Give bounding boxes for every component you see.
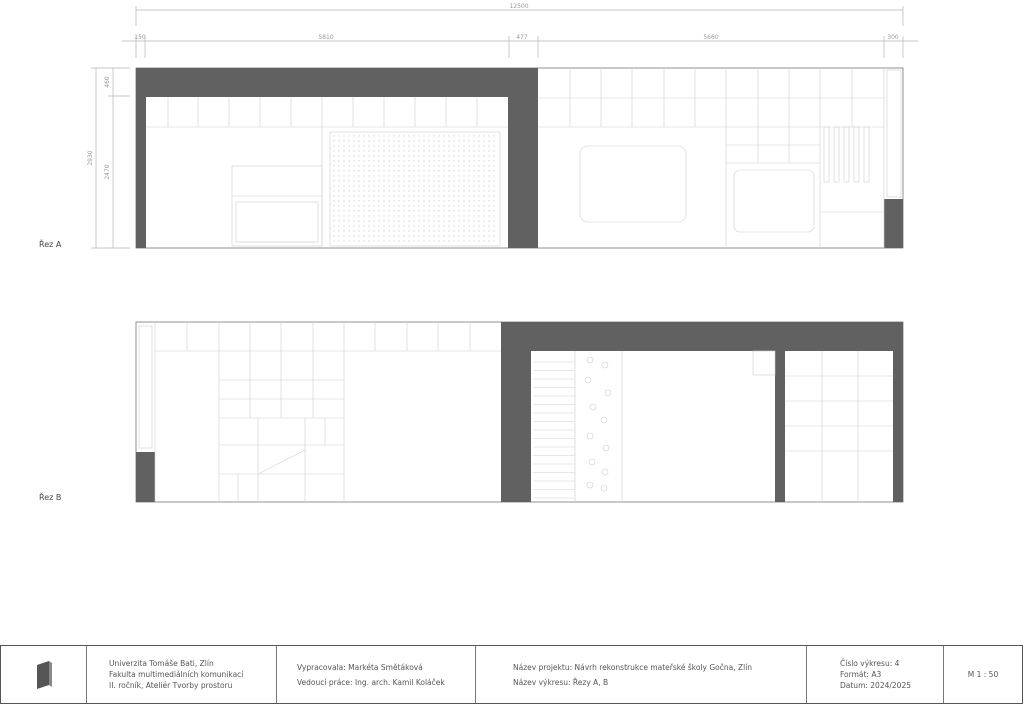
section-a (135, 67, 904, 249)
pegboard-dots (333, 135, 495, 242)
author-cell: Vypracovala: Markéta Smětáková Vedoucí p… (277, 646, 476, 703)
school-line-2: Fakulta multimediálních komunikací (109, 670, 244, 679)
drawing-sheet: 12500 150 5810 477 5660 300 2930 460 247… (39, 3, 918, 503)
dim-overall: 12500 (509, 3, 528, 10)
title-block: Univerzita Tomáše Bati, Zlín Fakulta mul… (0, 645, 1023, 704)
dimension-lines (91, 6, 918, 249)
dim-vertical-total: 2930 (87, 150, 94, 165)
drawing-number: Číslo výkresu: 4 (840, 659, 900, 668)
school-line-1: Univerzita Tomáše Bati, Zlín (109, 659, 214, 668)
section-a-label: Řez A (39, 240, 62, 249)
date-text: Datum: 2024/2025 (840, 681, 911, 690)
format-text: Formát: A3 (840, 670, 882, 679)
logo-cell (1, 646, 87, 703)
scale-text: M 1 : 50 (967, 670, 999, 679)
dim-segment-4: 5660 (703, 34, 718, 41)
project-cell: Název projektu: Návrh rekonstrukce mateř… (476, 646, 807, 703)
project-name: Název projektu: Návrh rekonstrukce mateř… (513, 662, 753, 672)
dim-segment-5: 300 (887, 34, 899, 41)
author-text: Vypracovala: Markéta Smětáková (297, 662, 423, 672)
dim-vertical-top: 460 (104, 76, 111, 88)
stair-treads (533, 361, 575, 499)
climbing-holds (584, 356, 612, 492)
section-b-label: Řez B (39, 493, 62, 502)
school-line-3: II. ročník, Ateliér Tvorby prostoru (109, 681, 233, 690)
dim-vertical-main: 2470 (104, 164, 111, 179)
drawing-name: Název výkresu: Řezy A, B (513, 677, 609, 687)
info-cell: Číslo výkresu: 4 Formát: A3 Datum: 2024/… (807, 646, 944, 703)
dim-segment-2: 5810 (318, 34, 333, 41)
dim-segment-1: 150 (134, 34, 146, 41)
supervisor-text: Vedoucí práce: Ing. arch. Kamil Koláček (297, 677, 445, 687)
school-cell: Univerzita Tomáše Bati, Zlín Fakulta mul… (87, 646, 277, 703)
building-logo-icon (36, 660, 52, 689)
scale-cell: M 1 : 50 (944, 646, 1022, 703)
section-b (135, 321, 904, 503)
sections-drawing: 12500 150 5810 477 5660 300 2930 460 247… (87, 3, 918, 503)
dim-segment-3: 477 (516, 34, 528, 41)
